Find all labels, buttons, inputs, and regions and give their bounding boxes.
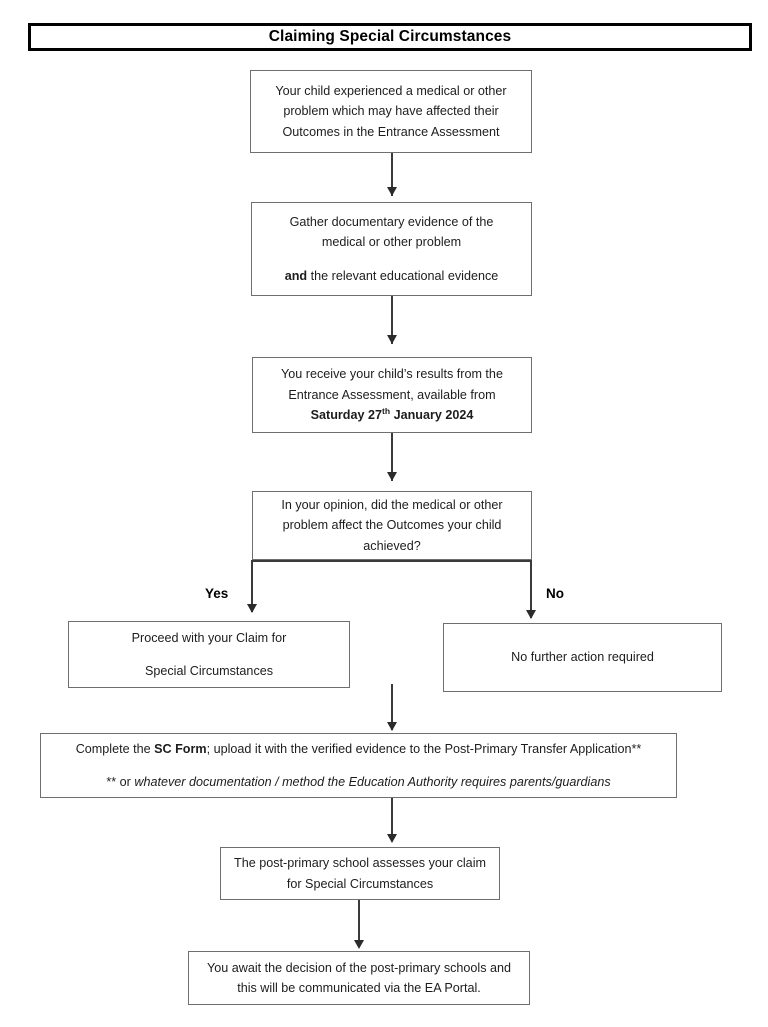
connector-proceed-to-sc-form bbox=[391, 684, 393, 730]
date-suffix: January 2024 bbox=[390, 408, 474, 423]
node-experienced-problem: Your child experienced a medical or othe… bbox=[250, 70, 532, 153]
node-school-assesses: The post-primary school assesses your cl… bbox=[220, 847, 500, 900]
footnote-prefix: ** or bbox=[106, 775, 135, 789]
branch-label-yes: Yes bbox=[205, 586, 229, 601]
emphasis-and: and bbox=[284, 268, 308, 283]
connector-assess-to-await bbox=[358, 900, 360, 944]
node-await-decision: You await the decision of the post-prima… bbox=[188, 951, 530, 1005]
node-no-action: No further action required bbox=[443, 623, 722, 692]
node-text-line: Special Circumstances bbox=[144, 664, 274, 678]
connector-3-to-4 bbox=[391, 433, 393, 481]
arrowhead-no-branch bbox=[525, 610, 536, 619]
arrowhead-proceed-to-sc-form bbox=[386, 722, 397, 731]
arrowhead-3-to-4 bbox=[386, 472, 397, 481]
node-text-line: Proceed with your Claim for bbox=[131, 630, 287, 645]
node-text-line: Entrance Assessment, available from bbox=[288, 387, 496, 402]
node-text-line: In your opinion, did the medical or othe… bbox=[281, 497, 503, 512]
results-date: Saturday 27th January 2024 bbox=[310, 406, 474, 423]
node-decision-question: In your opinion, did the medical or othe… bbox=[252, 491, 532, 560]
connector-yes-branch bbox=[251, 560, 253, 612]
node-text-line: problem affect the Outcomes your child bbox=[282, 518, 502, 533]
node-text-line: Outcomes in the Entrance Assessment bbox=[282, 124, 500, 139]
connector-no-branch bbox=[530, 560, 532, 618]
node-text-line-sc-form: Complete the SC Form; upload it with the… bbox=[53, 739, 664, 759]
node-text-line: problem which may have affected their bbox=[283, 104, 499, 119]
page-title-banner: Claiming Special Circumstances bbox=[28, 23, 752, 51]
node-text-line-emphasis: and the relevant educational evidence bbox=[260, 266, 523, 286]
arrowhead-yes-branch bbox=[246, 604, 257, 613]
connector-1-to-2 bbox=[391, 153, 393, 196]
arrowhead-assess-to-await bbox=[353, 940, 364, 949]
page-title: Claiming Special Circumstances bbox=[268, 28, 512, 45]
node-proceed-claim: Proceed with your Claim for Special Circ… bbox=[68, 621, 350, 688]
node-text-line: Your child experienced a medical or othe… bbox=[275, 83, 507, 98]
node-text-line: No further action required bbox=[511, 650, 654, 665]
date-ordinal: th bbox=[382, 406, 391, 416]
footnote-italic: whatever documentation / method the Educ… bbox=[134, 775, 611, 789]
node-text-line: achieved? bbox=[363, 538, 421, 553]
arrowhead-1-to-2 bbox=[386, 187, 397, 196]
node-text-line: Gather documentary evidence of the bbox=[289, 214, 494, 229]
node-text-line: for Special Circumstances bbox=[286, 876, 434, 891]
node-receive-results: You receive your child’s results from th… bbox=[252, 357, 532, 433]
date-prefix: Saturday 27 bbox=[310, 408, 382, 423]
node-gather-evidence: Gather documentary evidence of the medic… bbox=[251, 202, 532, 296]
connector-sc-form-to-assess bbox=[391, 798, 393, 839]
node-text-line: You await the decision of the post-prima… bbox=[206, 960, 512, 975]
node-text-line-date: Saturday 27th January 2024 bbox=[261, 405, 523, 425]
branch-label-no: No bbox=[546, 586, 564, 601]
node-complete-sc-form: Complete the SC Form; upload it with the… bbox=[40, 733, 677, 798]
node-text-line: this will be communicated via the EA Por… bbox=[237, 981, 481, 995]
node-text-line: The post-primary school assesses your cl… bbox=[234, 856, 486, 871]
node-text-line: You receive your child’s results from th… bbox=[281, 367, 503, 382]
connector-2-to-3 bbox=[391, 296, 393, 344]
branch-split-horizontal bbox=[252, 560, 532, 562]
emphasis-rest: the relevant educational evidence bbox=[307, 268, 499, 283]
node-text-line-footnote: ** or whatever documentation / method th… bbox=[53, 772, 664, 792]
arrowhead-2-to-3 bbox=[386, 335, 397, 344]
sc-form-prefix: Complete the bbox=[75, 741, 155, 756]
node-text-line: medical or other problem bbox=[321, 235, 462, 250]
sc-form-bold: SC Form bbox=[154, 741, 207, 756]
sc-form-suffix: ; upload it with the verified evidence t… bbox=[206, 741, 642, 756]
arrowhead-sc-form-to-assess bbox=[386, 834, 397, 843]
